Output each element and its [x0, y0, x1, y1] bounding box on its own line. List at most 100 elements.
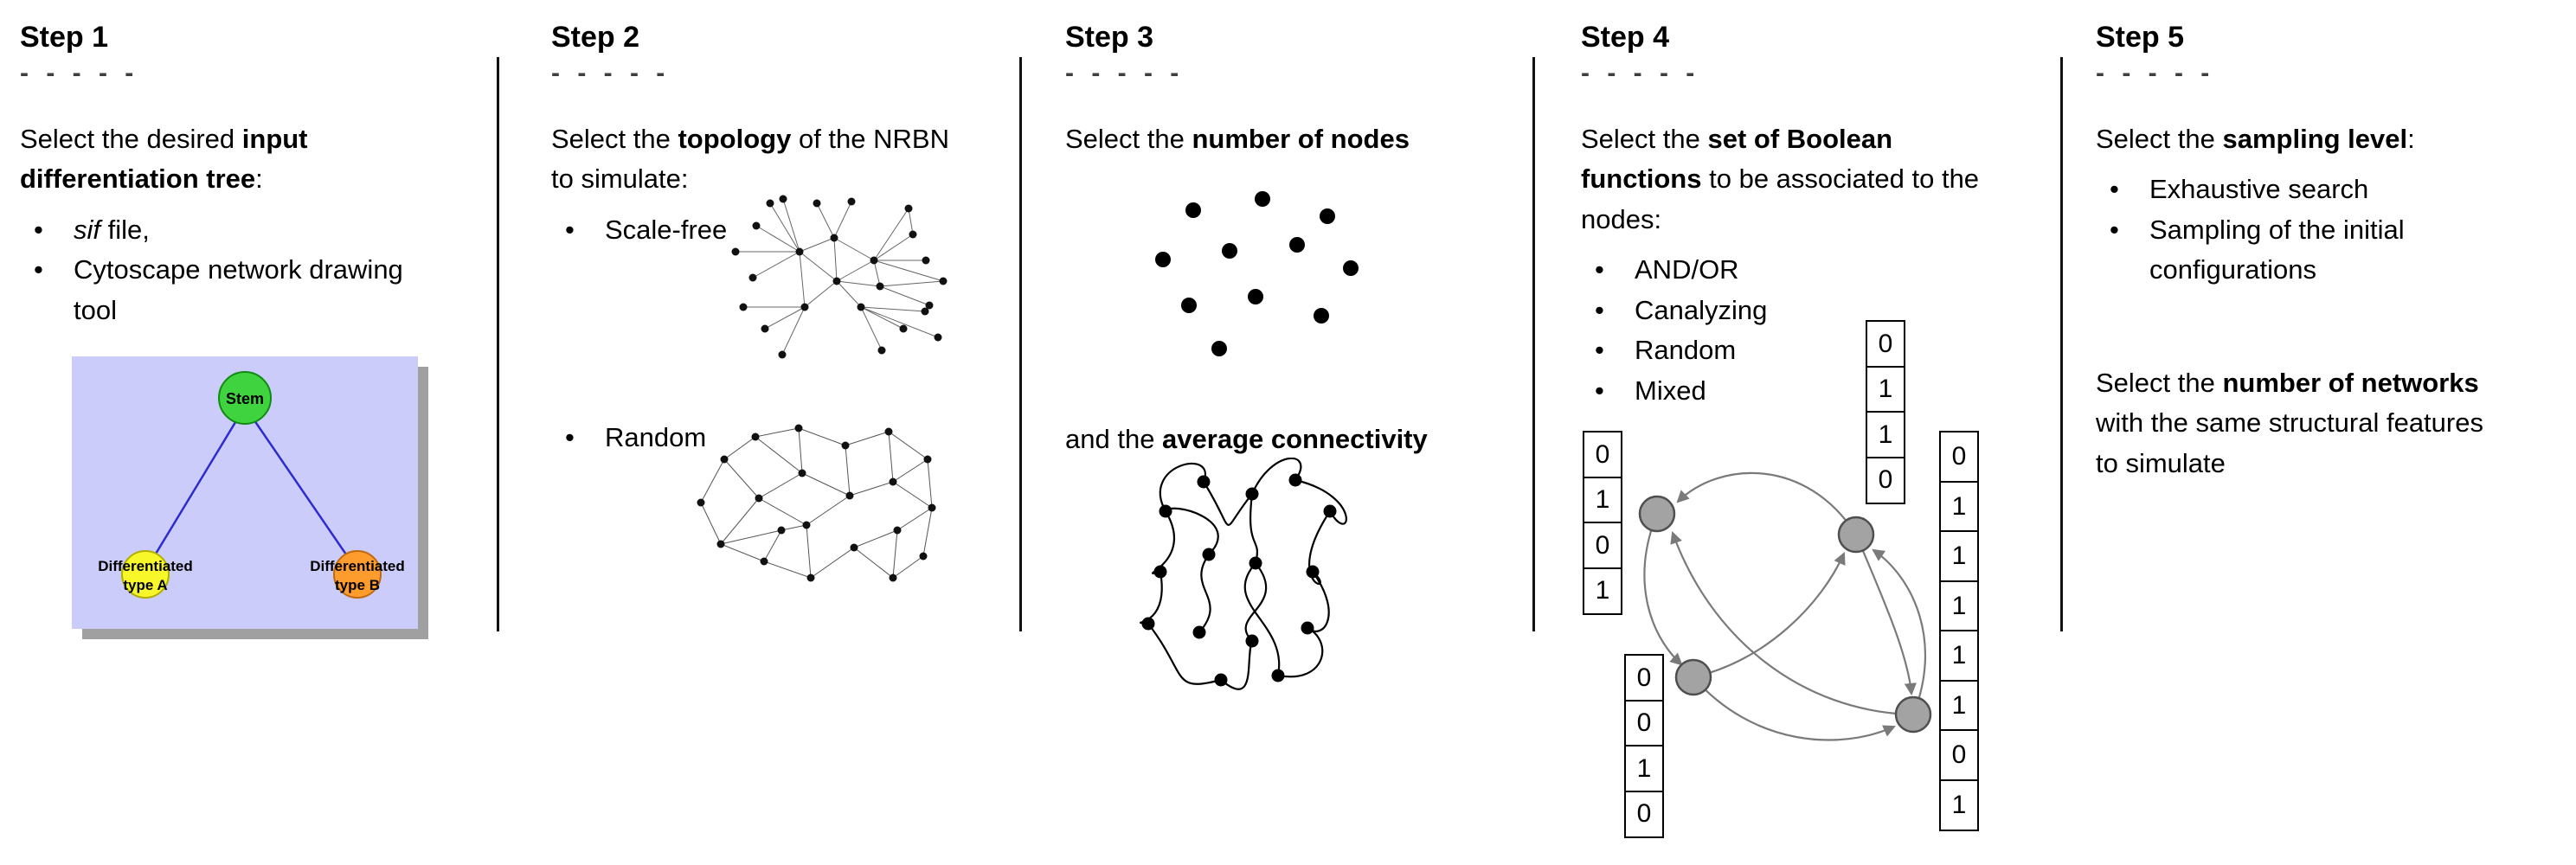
- step-1-intro: Select the desired input differentiation…: [20, 119, 427, 200]
- list-item: Scale-free: [551, 210, 967, 251]
- step-4-column: Step 4 - - - - - Select the set of Boole…: [1581, 20, 2018, 838]
- scale-free-edges: [736, 198, 944, 356]
- intro-text: Select the: [2096, 123, 2223, 154]
- truth-table-cell: 1: [1866, 365, 1905, 413]
- step-dashes: - - - - -: [551, 58, 671, 87]
- scale-free-nodes: [731, 195, 948, 359]
- type-a-node: [121, 550, 170, 599]
- boolean-network-nodes: [1638, 495, 1932, 734]
- nodes-dots-image: [1155, 191, 1359, 356]
- stem-node-label: Stem: [226, 390, 264, 407]
- truth-table-bottom-left: 0 0 1 0: [1624, 654, 1664, 838]
- random-network-edges: [700, 427, 933, 579]
- intro-text: Select the desired: [20, 123, 242, 154]
- connectivity-network-image: [1139, 458, 1347, 690]
- step-title: Step 4: [1581, 21, 1670, 54]
- step-dashes: - - - - -: [1065, 58, 1185, 87]
- intro-bold: input differentiation tree: [20, 123, 308, 195]
- step-1-bullet-list: sif file, Cytoscape network drawing tool: [20, 210, 427, 331]
- truth-table-cell: 1: [1939, 580, 1979, 632]
- bullet-text: Mixed: [1635, 375, 1706, 406]
- dot-nodes: [1155, 191, 1359, 356]
- step-2-bullet-list: Scale-free: [551, 210, 967, 251]
- truth-table-cell: 1: [1939, 480, 1979, 533]
- step-3-column: Step 3 - - - - - Select the number of no…: [1065, 20, 1532, 690]
- bullet-text: Random: [605, 422, 707, 452]
- paragraph-text: with the same structural features to sim…: [2096, 407, 2483, 478]
- bullet-italic: sif: [74, 214, 100, 245]
- list-item: Sampling of the initial configurations: [2096, 210, 2570, 291]
- boolean-network-figure: 0 1 1 0 0 1 0 1 0 0 1 0 0 1 1 1 1 1 0 1: [1581, 318, 2048, 865]
- type-b-node: [333, 550, 382, 599]
- network-node: [1638, 495, 1676, 533]
- bullet-text: Exhaustive search: [2149, 174, 2369, 205]
- truth-table-right: 0 1 1 1 1 1 0 1: [1939, 431, 1979, 831]
- list-item: Random: [551, 418, 811, 458]
- truth-table-cell: 0: [1624, 699, 1664, 747]
- column-divider: [1019, 57, 1022, 631]
- network-node: [1674, 658, 1712, 696]
- column-divider: [2060, 57, 2063, 631]
- truth-table-left: 0 1 0 1: [1583, 431, 1622, 615]
- differentiation-tree-image: Stem Differentiated type A Differentiate…: [72, 356, 428, 640]
- intro-bold: set of Boolean functions: [1581, 123, 1893, 195]
- truth-table-cell: 1: [1583, 567, 1622, 615]
- step-5-intro: Select the sampling level:: [2096, 119, 2570, 160]
- intro-text: Select the: [1581, 123, 1708, 154]
- list-item: Exhaustive search: [2096, 170, 2570, 210]
- bullet-text: Scale-free: [605, 214, 728, 245]
- stem-node: [218, 371, 272, 426]
- type-a-label-line1: Differentiated: [98, 558, 193, 574]
- truth-table-cell: 1: [1583, 476, 1622, 524]
- step-title: Step 5: [2096, 21, 2185, 54]
- list-item: Canalyzing: [1581, 291, 2018, 331]
- truth-table-cell: 0: [1939, 729, 1979, 781]
- intro-text: :: [255, 163, 263, 195]
- bullet-text: Sampling of the initial configurations: [2149, 214, 2405, 285]
- intro-text: :: [2407, 123, 2415, 154]
- truth-table-cell: 0: [1866, 320, 1905, 368]
- truth-table-cell: 0: [1866, 456, 1905, 504]
- list-item: Cytoscape network drawing tool: [20, 250, 427, 330]
- step-5-bullet-list: Exhaustive search Sampling of the initia…: [2096, 170, 2570, 291]
- truth-table-cell: 1: [1939, 630, 1979, 682]
- network-node: [1894, 695, 1932, 734]
- type-a-label-line2: type A: [123, 577, 167, 593]
- connectivity-nodes: [1141, 473, 1337, 687]
- type-b-label-line1: Differentiated: [310, 558, 405, 574]
- truth-table-top: 0 1 1 0: [1866, 320, 1905, 504]
- intro-bold: number of nodes: [1192, 123, 1410, 154]
- column-divider: [497, 57, 499, 631]
- step-5-networks-paragraph: Select the number of networks with the s…: [2096, 363, 2502, 484]
- step-title: Step 2: [551, 21, 640, 54]
- truth-table-cell: 0: [1583, 522, 1622, 569]
- boolean-network-image: [1638, 471, 1932, 741]
- step-dashes: - - - - -: [1581, 58, 1700, 87]
- random-network-image: [697, 424, 936, 582]
- truth-table-cell: 1: [1939, 530, 1979, 582]
- step-title: Step 3: [1065, 21, 1154, 54]
- random-network-nodes: [697, 424, 936, 582]
- step-3-intro: Select the number of nodes: [1065, 119, 1532, 160]
- truth-table-cell: 0: [1583, 431, 1622, 478]
- intro-text: Select the: [1065, 123, 1192, 154]
- step-5-column: Step 5 - - - - - Select the sampling lev…: [2096, 20, 2570, 484]
- step-2-intro: Select the topology of the NRBN to simul…: [551, 119, 967, 200]
- network-node: [1837, 516, 1875, 554]
- list-item: AND/OR: [1581, 250, 2018, 291]
- truth-table-cell: 0: [1624, 790, 1664, 838]
- step-2-column: Step 2 - - - - - Select the topology of …: [551, 20, 967, 582]
- differentiation-tree-figure: Stem Differentiated type A Differentiate…: [72, 356, 428, 640]
- mid-text: and the: [1065, 424, 1163, 454]
- paragraph-text: Select the: [2096, 367, 2223, 398]
- list-item: Random: [1581, 330, 2018, 371]
- step-dashes: - - - - -: [20, 58, 139, 87]
- step-2-bullet-random: Random: [551, 418, 811, 458]
- column-divider: [1532, 57, 1535, 631]
- bullet-text: file,: [100, 214, 150, 245]
- scale-free-network-image: [731, 195, 948, 359]
- tree-edges: [144, 406, 359, 573]
- step-title: Step 1: [20, 21, 109, 54]
- bullet-text: Cytoscape network drawing tool: [74, 254, 403, 325]
